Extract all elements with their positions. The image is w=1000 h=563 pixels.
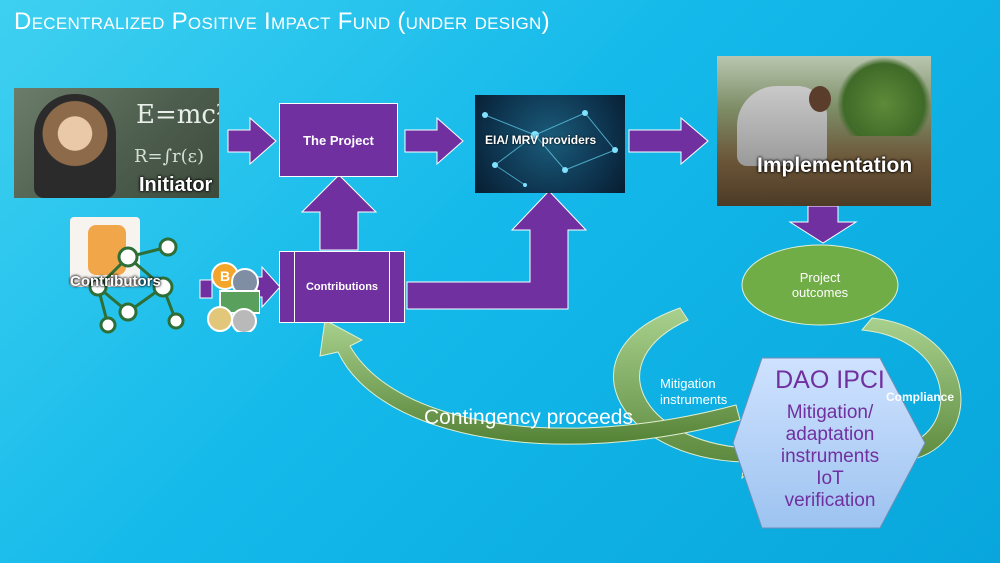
contributions-label: Contributions: [305, 281, 379, 293]
arrow-contributions-to-providers: [406, 190, 588, 310]
arrow-contributors-to-coins: [199, 279, 213, 299]
arrow-initiator-to-project: [227, 116, 277, 166]
providers-label: EIA/ MRV providers: [485, 133, 597, 147]
dao-description: Mitigation/ adaptation instruments IoT v…: [780, 402, 880, 511]
compliance-label: Compliance: [886, 390, 955, 404]
dao-hexagon: [732, 357, 926, 529]
initiator-label: Initiator: [139, 174, 213, 196]
child-figure: [34, 94, 116, 198]
contributors-label: Contributors: [70, 273, 161, 290]
implementation-label: Implementation: [757, 154, 913, 177]
contributions-box: Contributions: [279, 251, 405, 323]
contributors-image: Contributors: [68, 217, 188, 337]
contributions-bar-right: [389, 252, 390, 322]
arrow-providers-to-implementation: [628, 116, 709, 166]
coins-icon: B: [205, 262, 260, 332]
network-grid-icon: [482, 110, 618, 187]
initiator-photo: E=mc² R=∫r(ε) Initiator: [14, 88, 219, 198]
contingency-label: Contingency proceeds: [424, 406, 633, 429]
outcomes-ellipse: [741, 244, 899, 326]
contributions-bar-left: [294, 252, 295, 322]
arrow-implementation-to-outcomes: [788, 205, 858, 244]
network-icon: [88, 237, 185, 334]
mitigation-label: Mitigation instruments: [660, 376, 728, 407]
tree-foliage: [837, 56, 931, 136]
chalk-formula: E=mc²: [136, 100, 219, 130]
person-head: [809, 86, 831, 112]
implementation-photo: Implementation: [717, 56, 931, 206]
arrow-coins-to-contributions: [256, 265, 281, 309]
chalk-formula-2: R=∫r(ε): [134, 146, 204, 167]
arrow-project-to-providers: [404, 116, 464, 166]
arrow-contributions-to-project: [300, 174, 378, 251]
project-box: The Project: [279, 103, 398, 177]
dao-title: DAO IPCI: [775, 366, 885, 394]
page-title: Decentralized Positive Impact Fund (unde…: [14, 8, 550, 35]
outcomes-label: Project outcomes: [791, 270, 849, 300]
providers-image: EIA/ MRV providers: [475, 95, 625, 193]
